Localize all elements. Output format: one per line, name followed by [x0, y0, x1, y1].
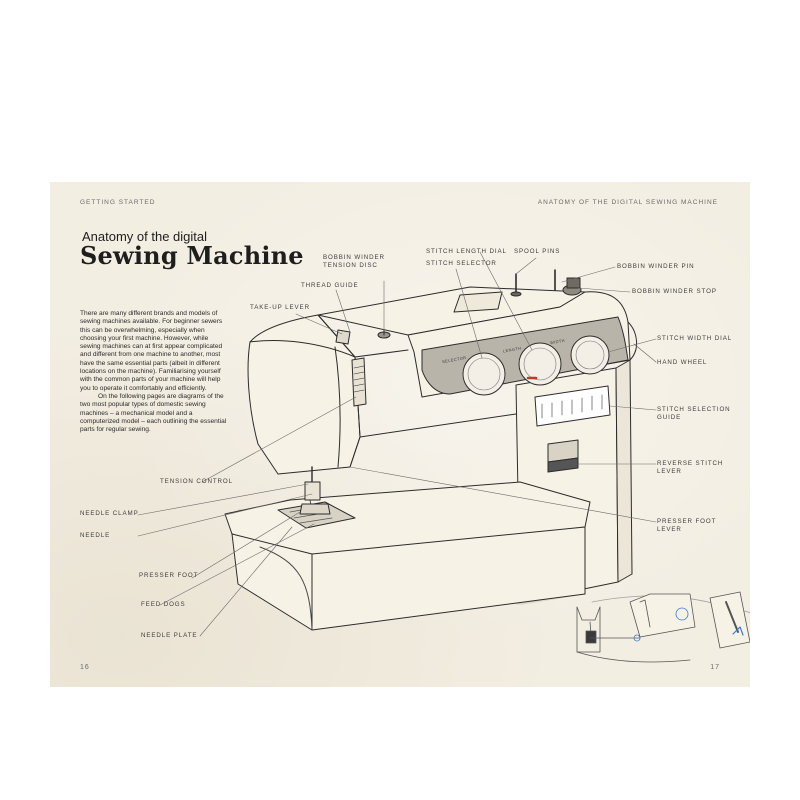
running-header-right: ANATOMY OF THE DIGITAL SEWING MACHINE [537, 199, 718, 206]
page-title: Sewing Machine [80, 241, 304, 270]
page-number-right: 17 [710, 664, 720, 671]
intro-paragraph-2: On the following pages are diagrams of t… [80, 392, 227, 434]
book-spread: GETTING STARTED ANATOMY OF THE DIGITAL S… [50, 182, 750, 687]
intro-text: There are many different brands and mode… [80, 310, 230, 434]
page-subtitle: Anatomy of the digital [82, 229, 208, 244]
sewing-machine-illustration [137, 251, 750, 663]
label-presser-foot-lever: PRESSER FOOT LEVER [657, 518, 717, 533]
label-needle: NEEDLE [80, 532, 111, 539]
label-needle-plate: NEEDLE PLATE [141, 632, 198, 639]
label-spool-pins: SPOOL PINS [514, 248, 561, 255]
label-bobbin-winder-tension-disc: BOBBIN WINDER TENSION DISC [323, 254, 385, 269]
label-feed-dogs: FEED DOGS [141, 601, 186, 608]
running-header-left: GETTING STARTED [80, 199, 156, 206]
label-stitch-length-dial: STITCH LENGTH DIAL [426, 248, 507, 255]
intro-paragraph-1: There are many different brands and mode… [80, 310, 223, 392]
label-reverse-stitch-lever: REVERSE STITCH LEVER [657, 460, 724, 475]
label-thread-guide: THREAD GUIDE [301, 282, 359, 289]
label-stitch-selector: STITCH SELECTOR [426, 260, 497, 267]
label-stitch-selection-guide: STITCH SELECTION GUIDE [657, 406, 731, 421]
label-take-up-lever: TAKE-UP LEVER [250, 304, 310, 311]
label-bobbin-winder-stop: BOBBIN WINDER STOP [632, 288, 717, 295]
page-number-left: 16 [80, 664, 90, 671]
label-hand-wheel: HAND WHEEL [657, 359, 708, 366]
label-presser-foot: PRESSER FOOT [139, 572, 199, 579]
label-stitch-width-dial: STITCH WIDTH DIAL [657, 335, 733, 342]
label-bobbin-winder-pin: BOBBIN WINDER PIN [617, 263, 695, 270]
label-tension-control: TENSION CONTROL [160, 478, 233, 485]
label-needle-clamp: NEEDLE CLAMP [80, 510, 139, 517]
